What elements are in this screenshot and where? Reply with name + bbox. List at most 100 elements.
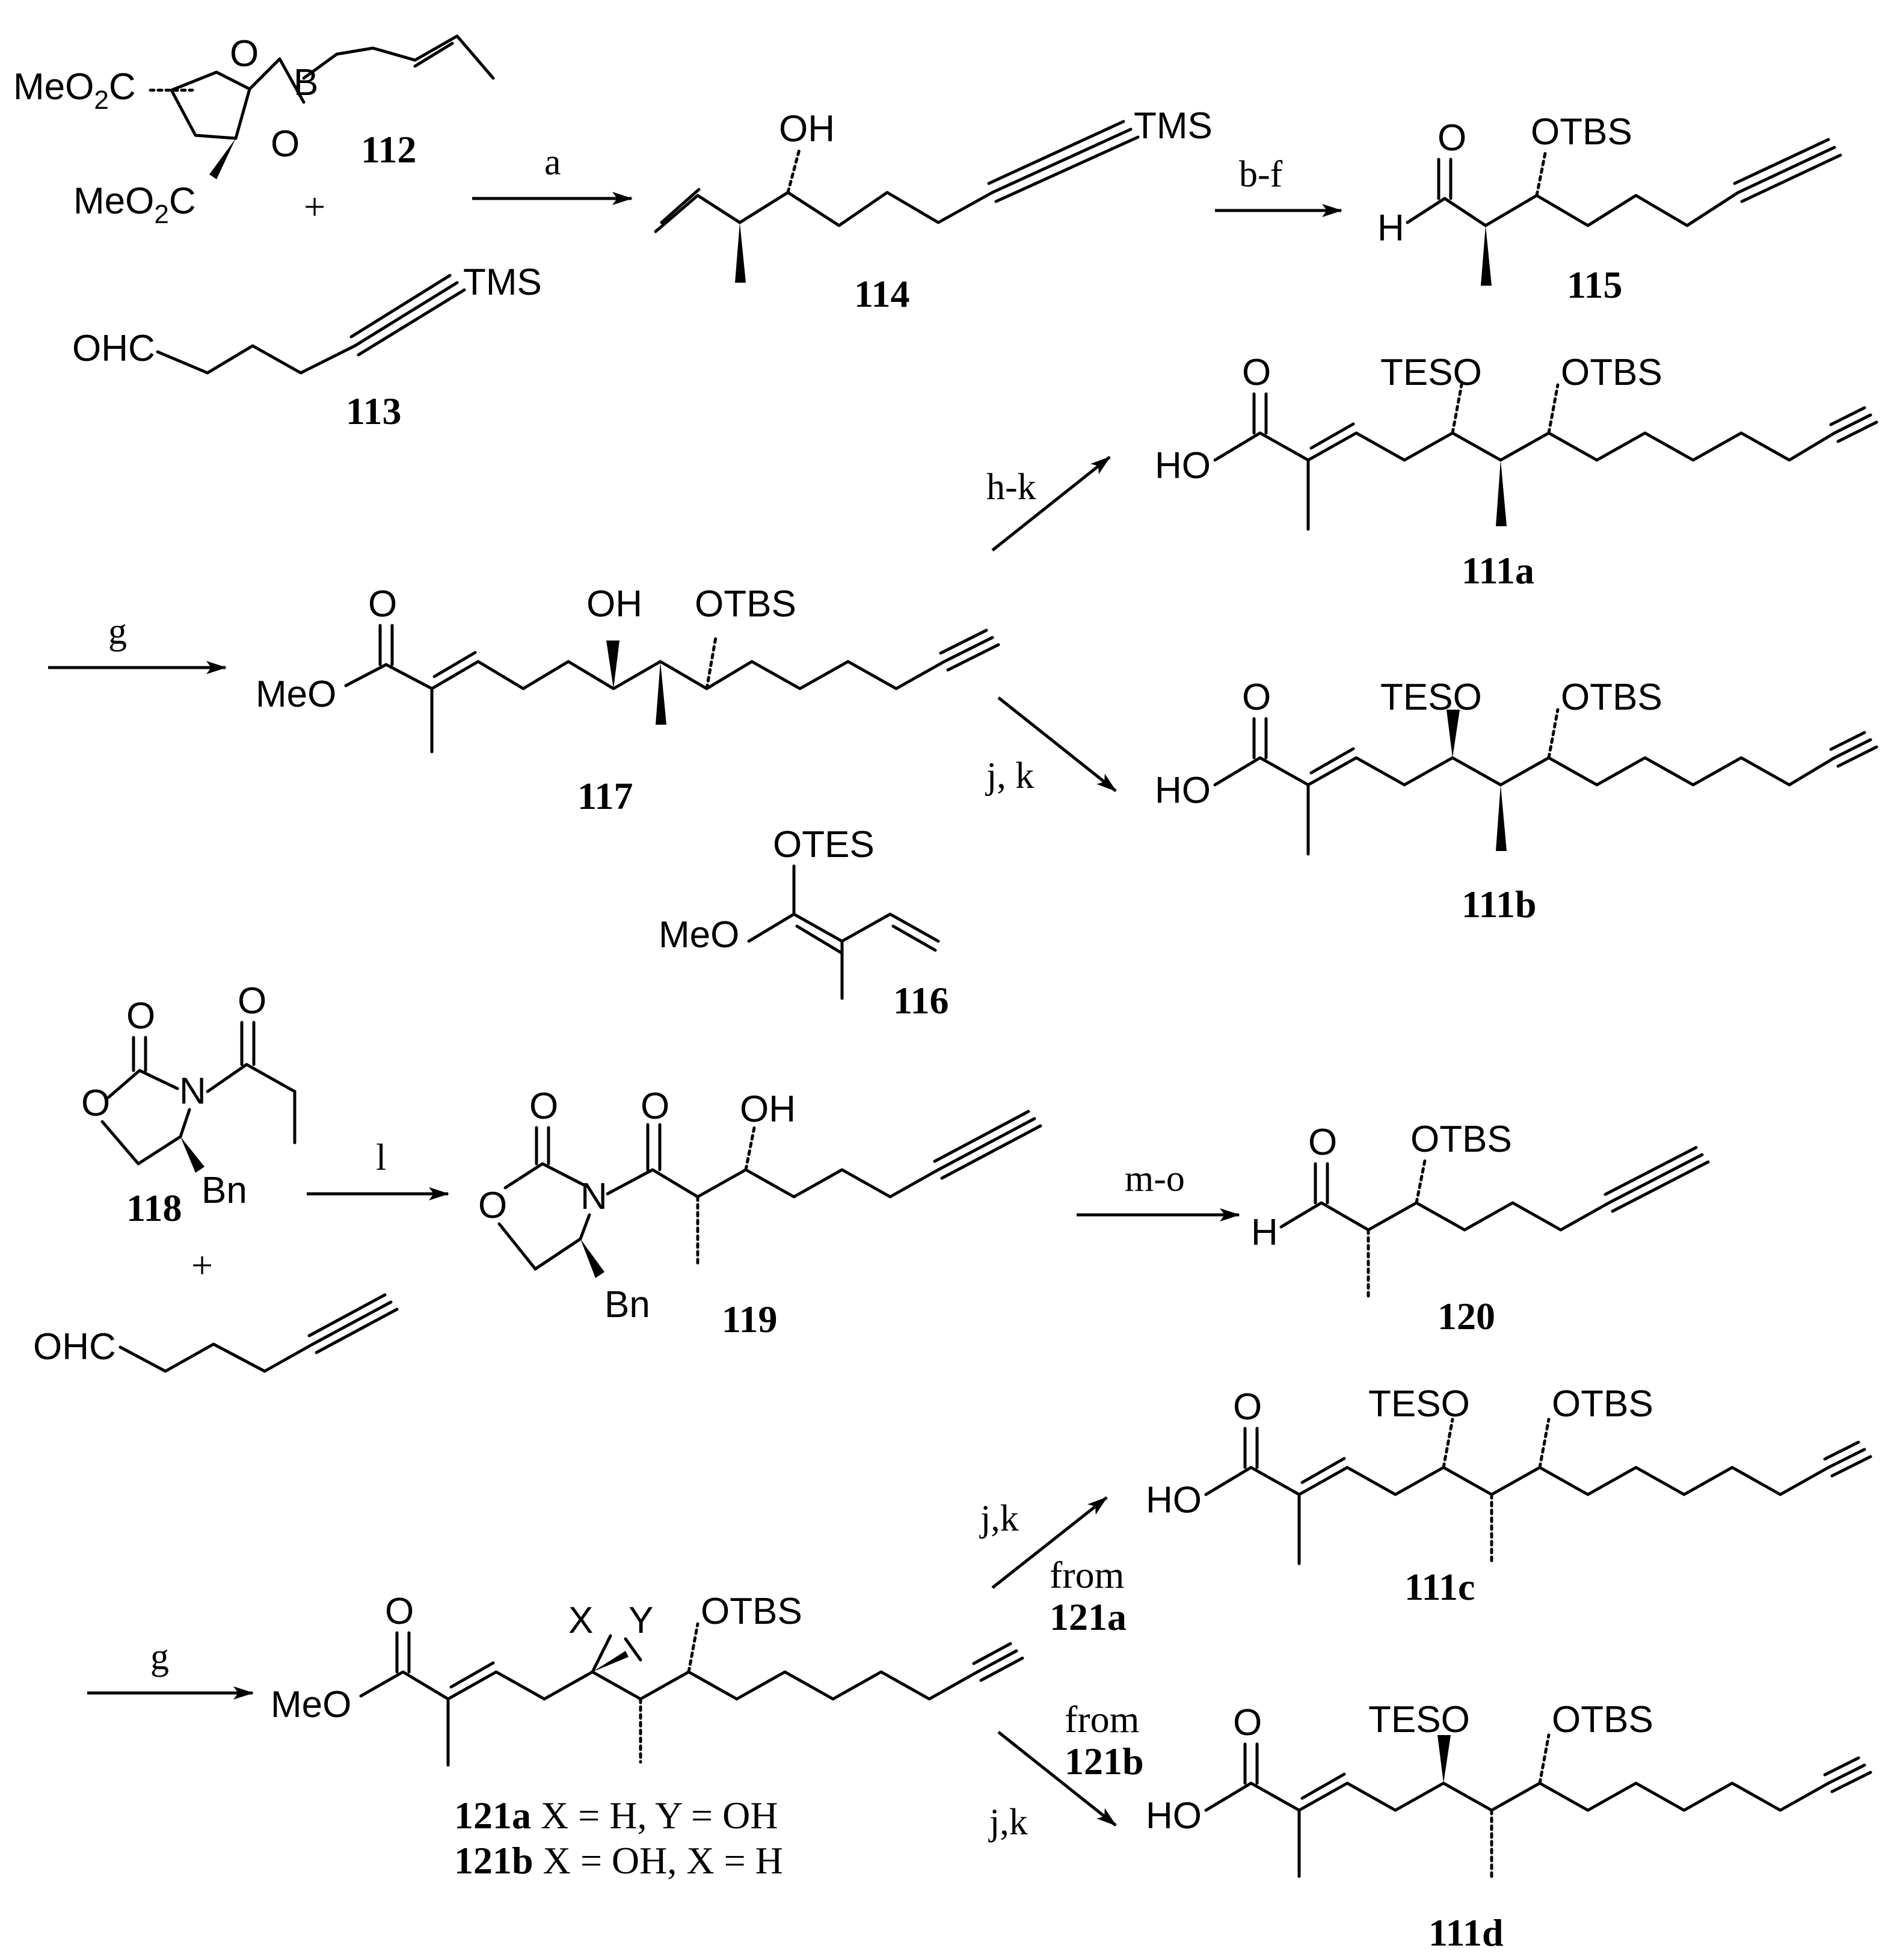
arrow-h-k xyxy=(991,456,1111,551)
atom-O: O xyxy=(385,1591,414,1632)
atom-TESO: TESO xyxy=(1368,1699,1470,1740)
atom-MeO: MeO xyxy=(256,674,336,715)
oxazolidinone-ring xyxy=(100,1108,191,1166)
compound-label-119: 119 xyxy=(722,1298,777,1341)
compound-label-111c: 111c xyxy=(1404,1565,1475,1608)
compound-112: O B O MeO2C MeO2C 112 xyxy=(13,33,495,229)
compound-111c: HO O TESO OTBS 111c xyxy=(1146,1383,1872,1608)
atom-OTBS: OTBS xyxy=(1552,1699,1653,1740)
compound-121: MeO O X Y OTBS 121a X = H, Y = OH 121b X… xyxy=(271,1591,1024,1882)
atom-O: O xyxy=(1437,117,1466,159)
carbonyl-c xyxy=(106,1069,179,1099)
atom-OTBS: OTBS xyxy=(695,583,796,625)
reagent-j-k: j,k xyxy=(979,1498,1019,1539)
atom-TESO: TESO xyxy=(1368,1383,1470,1425)
caption-121a: 121a X = H, Y = OH xyxy=(454,1794,778,1837)
compound-111b: HO O TESO OTBS 111b xyxy=(1155,677,1878,926)
crotyl-chain xyxy=(335,34,495,80)
reagent-j-k: j,k xyxy=(988,1802,1028,1843)
compound-115: O H OTBS 115 xyxy=(1377,111,1842,306)
label-from: from xyxy=(1050,1553,1124,1596)
atom-HO: HO xyxy=(1146,1479,1202,1521)
chain xyxy=(1406,191,1740,227)
atom-MeO: MeO xyxy=(271,1684,351,1725)
atom-X: X xyxy=(568,1600,593,1641)
atom-OTBS: OTBS xyxy=(1410,1119,1512,1160)
compound-label-116: 116 xyxy=(893,979,948,1022)
atom-B: B xyxy=(294,62,318,103)
atom-TMS: TMS xyxy=(1134,105,1213,147)
atom-O: O xyxy=(478,1185,507,1226)
reagent-g: g xyxy=(150,1636,169,1677)
atom-O: O xyxy=(529,1086,558,1127)
atom-HO: HO xyxy=(1146,1795,1202,1837)
atom-OTES: OTES xyxy=(773,824,875,865)
compound-label-118: 118 xyxy=(126,1187,182,1229)
atom-O: O xyxy=(81,1083,110,1124)
compound-pentynal: OHC xyxy=(33,1293,399,1373)
chain xyxy=(156,344,357,375)
atom-OTBS: OTBS xyxy=(701,1591,802,1632)
atom-MeO2C: MeO2C xyxy=(73,180,196,229)
compound-label-115: 115 xyxy=(1567,263,1622,306)
chain xyxy=(1213,756,1836,787)
atom-H: H xyxy=(1377,207,1404,249)
reagent-h-k: h-k xyxy=(986,467,1036,508)
arrow-j-k-111c xyxy=(991,1496,1108,1589)
reagent-g: g xyxy=(108,611,127,652)
plus-sign: + xyxy=(304,185,325,228)
caption-121b: 121b X = OH, X = H xyxy=(454,1839,783,1882)
atom-OH: OH xyxy=(779,108,835,150)
label-from-121a: 121a xyxy=(1050,1596,1127,1638)
chain xyxy=(1279,1201,1611,1232)
atom-Y: Y xyxy=(629,1600,653,1641)
carbonyl-c xyxy=(503,1162,585,1190)
chain xyxy=(1204,1781,1830,1812)
arrow-j-k-111d xyxy=(997,1731,1117,1826)
bond xyxy=(278,57,306,104)
reagent-l: l xyxy=(376,1137,386,1178)
atom-O: O xyxy=(641,1086,669,1127)
atom-TMS: TMS xyxy=(463,262,542,303)
atom-OHC: OHC xyxy=(72,328,155,369)
label-from: from xyxy=(1065,1698,1139,1740)
atom-TESO: TESO xyxy=(1380,677,1482,718)
compound-label-120: 120 xyxy=(1437,1295,1495,1338)
label-from-121b: 121b xyxy=(1065,1740,1144,1783)
atom-HO: HO xyxy=(1155,770,1211,811)
reagent-a: a xyxy=(544,142,561,183)
compound-119: O O N Bn O OH 119 xyxy=(478,1086,1042,1341)
atom-O: O xyxy=(271,123,300,165)
atom-OH: OH xyxy=(586,583,642,625)
atom-OTBS: OTBS xyxy=(1552,1383,1653,1425)
compound-label-113: 113 xyxy=(346,390,401,432)
chain xyxy=(1204,1466,1830,1496)
chain xyxy=(606,1168,940,1199)
atom-O: O xyxy=(1233,1702,1262,1743)
chain xyxy=(118,1342,315,1373)
atom-OTBS: OTBS xyxy=(1531,111,1632,153)
atom-O: O xyxy=(1308,1122,1337,1163)
atom-OHC: OHC xyxy=(33,1326,116,1368)
compound-120: O H OTBS 120 xyxy=(1251,1119,1710,1338)
atom-HO: HO xyxy=(1155,445,1211,487)
dioxaborolane-ring xyxy=(170,70,251,140)
atom-O: O xyxy=(230,33,259,75)
atom-N: N xyxy=(580,1176,607,1217)
compound-label-112: 112 xyxy=(361,128,416,171)
compound-114: TMS OH 114 xyxy=(654,105,1213,315)
compound-111d: HO O TESO OTBS 111d xyxy=(1146,1699,1872,1954)
atom-OTBS: OTBS xyxy=(1561,352,1662,393)
atom-Bn: Bn xyxy=(604,1284,650,1326)
compound-label-117: 117 xyxy=(577,775,633,817)
atom-Bn: Bn xyxy=(201,1170,247,1211)
atom-O: O xyxy=(1233,1386,1262,1428)
compound-118: O O N O Bn 118 xyxy=(81,980,297,1229)
reagent-m-o: m-o xyxy=(1125,1158,1185,1199)
compound-label-114: 114 xyxy=(854,272,909,315)
chain xyxy=(654,191,994,233)
oxazolidinone-ring xyxy=(497,1213,591,1271)
compound-label-111b: 111b xyxy=(1462,883,1537,926)
compound-label-111a: 111a xyxy=(1462,549,1534,592)
